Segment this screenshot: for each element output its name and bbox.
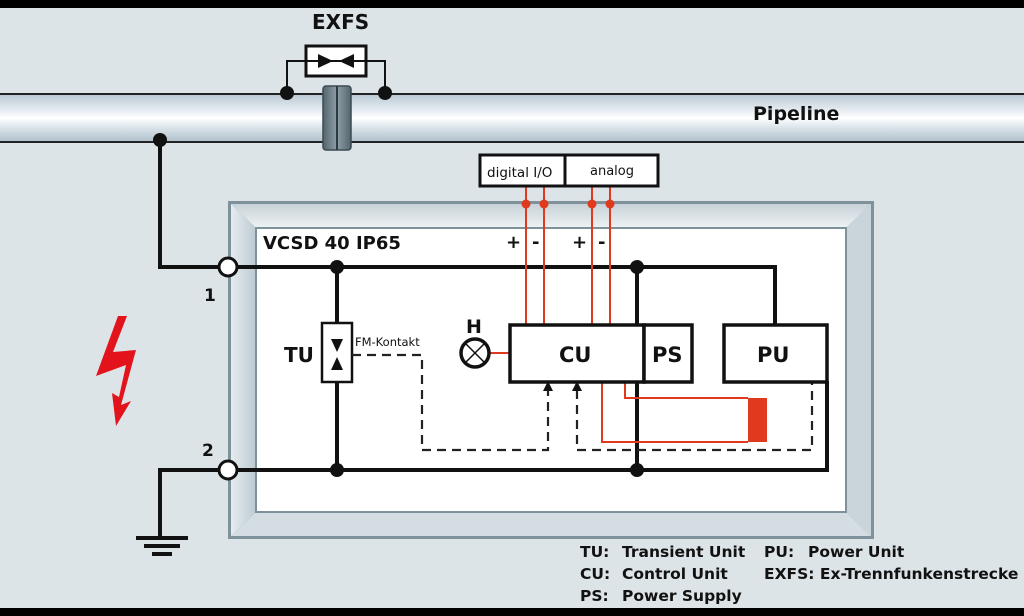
legend-abbr: PS: [580,587,609,605]
legend-text: Power Supply [622,587,742,605]
red-component [748,398,767,442]
control-unit: CU [508,323,646,384]
signal-dashed-lines [352,353,814,452]
main-bus [236,260,829,477]
arrow-up-icon [331,357,343,370]
tu-label: TU [284,343,314,367]
polarity-labels: + - + - [506,232,605,253]
legend-abbr: EXFS: [764,565,815,583]
h-lamp-label: H [466,316,482,338]
legend-text: Control Unit [622,565,728,583]
pipeline-label: Pipeline [753,103,839,125]
analog-plus-label: + [572,232,587,253]
lightning-bolt-icon [96,316,136,426]
power-unit: PU [722,323,829,384]
terminal-2 [217,459,239,481]
power-supply: PS [642,323,694,384]
terminal-1-wiring: 1 [153,133,230,306]
legend-text: Ex-Trennfunkenstrecke [819,565,1019,583]
terminal-2-label: 2 [202,441,214,461]
pipeline: Pipeline [0,93,1024,143]
cu-label: CU [559,343,591,367]
digital-plus-label: + [506,232,521,253]
digital-io-label: digital I/O [487,165,552,181]
device-title: VCSD 40 IP65 [263,233,401,254]
analog-box [563,153,660,188]
io-boxes: digital I/O analog [478,153,660,188]
terminal-1 [217,256,239,278]
analog-minus-label: - [598,232,605,253]
arrow-right-icon [318,54,333,68]
ground-symbol-icon [136,536,188,556]
ps-label: PS [652,343,683,367]
legend-abbr: PU: [764,543,795,561]
indicator-lamp-icon: H [459,316,491,369]
pu-label: PU [757,343,789,367]
terminal-1-label: 1 [204,286,216,306]
red-signal-wiring [488,186,767,443]
exfs-label: EXFS [312,10,369,34]
terminal-2-wiring: 2 [136,441,230,556]
legend-abbr: TU: [580,543,610,561]
legend-text: Power Unit [808,543,905,561]
insulating-flange [322,85,352,151]
legend-abbr: CU: [580,565,611,583]
arrow-down-icon [331,339,343,352]
transient-unit: TU FM-Kontakt [284,321,420,384]
arrow-left-icon [339,54,354,68]
legend: TU: Transient Unit PU: Power Unit CU: Co… [580,541,1018,607]
exfs-spark-gap: EXFS [280,10,392,100]
fm-kontakt-label: FM-Kontakt [355,335,420,349]
legend-text: Transient Unit [622,543,746,561]
analog-label: analog [590,164,634,179]
digital-minus-label: - [532,232,539,253]
